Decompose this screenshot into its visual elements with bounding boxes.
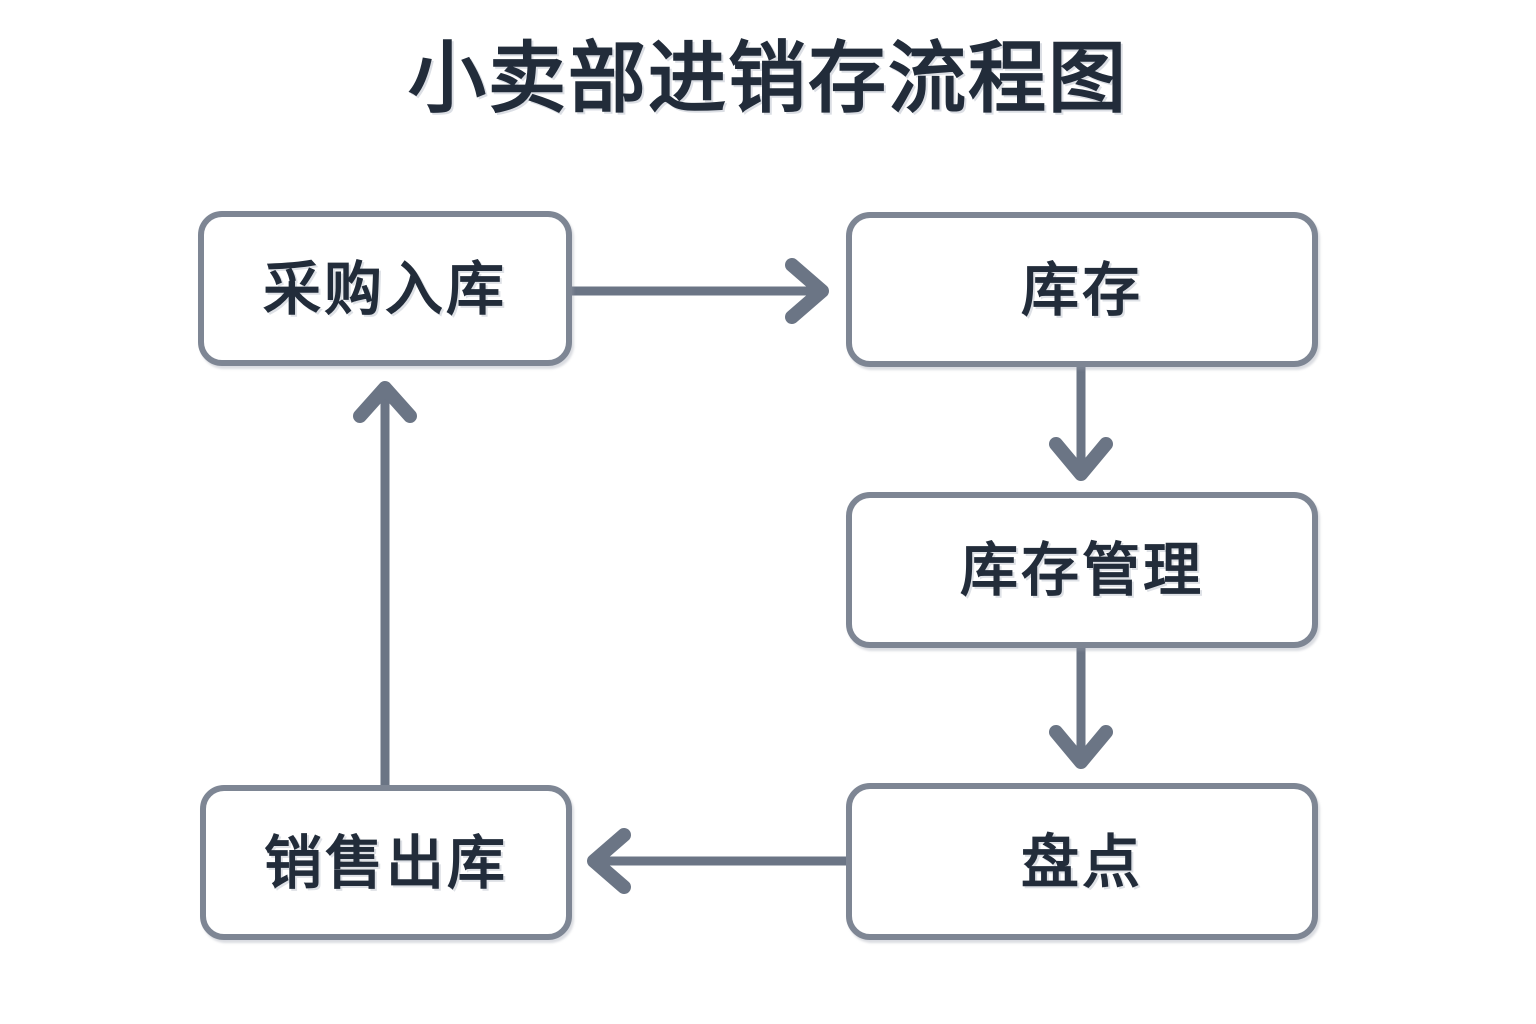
page-title: 小卖部进销存流程图 [407, 34, 1128, 124]
node-label-purchase: 采购入库 [262, 254, 507, 323]
arrow-stock-mgmt-to-count [1049, 648, 1113, 769]
node-purchase-inbound[interactable]: 采购入库 [198, 211, 572, 366]
arrow-sales-to-purchase [353, 381, 417, 785]
node-sales-outbound[interactable]: 销售出库 [200, 785, 572, 940]
node-label-stock-mgmt: 库存管理 [959, 536, 1204, 604]
arrow-count-to-sales [587, 828, 846, 894]
node-label-sales: 销售出库 [263, 828, 508, 897]
node-stock-management[interactable]: 库存管理 [846, 492, 1318, 648]
node-stock[interactable]: 库存 [846, 212, 1318, 367]
arrow-stock-to-stock-mgmt [1049, 367, 1113, 481]
node-stocktaking[interactable]: 盘点 [846, 783, 1318, 940]
node-label-count: 盘点 [1020, 827, 1143, 896]
node-label-stock: 库存 [1020, 255, 1143, 324]
arrow-purchase-to-stock [572, 258, 829, 324]
